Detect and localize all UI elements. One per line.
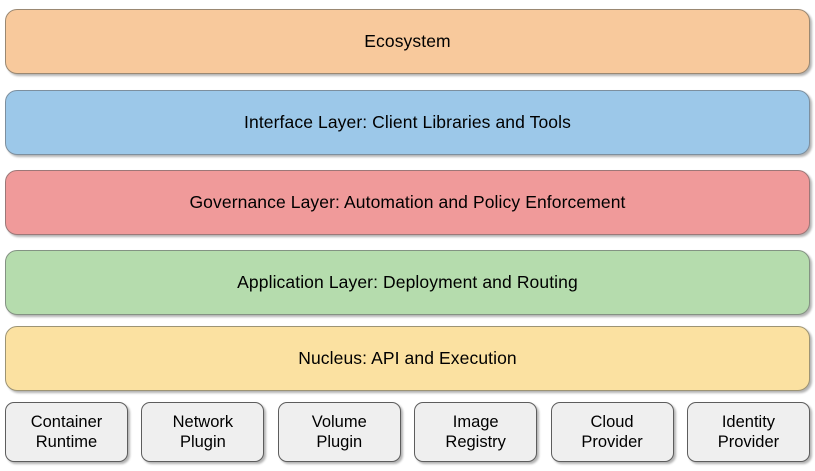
plugin-cloud-provider[interactable]: Cloud Provider [550,402,674,462]
plugin-container-runtime[interactable]: Container Runtime [5,402,128,462]
layer-application-label: Application Layer: Deployment and Routin… [237,272,578,293]
plugin-network-plugin[interactable]: Network Plugin [141,402,265,462]
plugin-network-plugin-label: Network Plugin [172,412,234,451]
layer-nucleus[interactable]: Nucleus: API and Execution [5,326,810,391]
layer-interface[interactable]: Interface Layer: Client Libraries and To… [5,90,810,155]
plugin-volume-plugin-label: Volume Plugin [311,412,367,451]
layer-ecosystem-label: Ecosystem [364,31,451,52]
plugin-row: Container Runtime Network Plugin Volume … [5,402,810,462]
plugin-identity-provider-label: Identity Provider [717,412,780,451]
plugin-volume-plugin[interactable]: Volume Plugin [277,402,401,462]
layer-nucleus-label: Nucleus: API and Execution [298,348,517,369]
plugin-image-registry[interactable]: Image Registry [414,402,538,462]
layer-application[interactable]: Application Layer: Deployment and Routin… [5,250,810,315]
layer-governance[interactable]: Governance Layer: Automation and Policy … [5,170,810,235]
plugin-identity-provider[interactable]: Identity Provider [686,402,810,462]
layer-ecosystem[interactable]: Ecosystem [5,9,810,74]
plugin-cloud-provider-label: Cloud Provider [581,412,643,451]
layer-interface-label: Interface Layer: Client Libraries and To… [244,112,571,133]
plugin-container-runtime-label: Container Runtime [30,412,103,451]
layer-governance-label: Governance Layer: Automation and Policy … [189,192,626,213]
plugin-image-registry-label: Image Registry [445,412,506,451]
